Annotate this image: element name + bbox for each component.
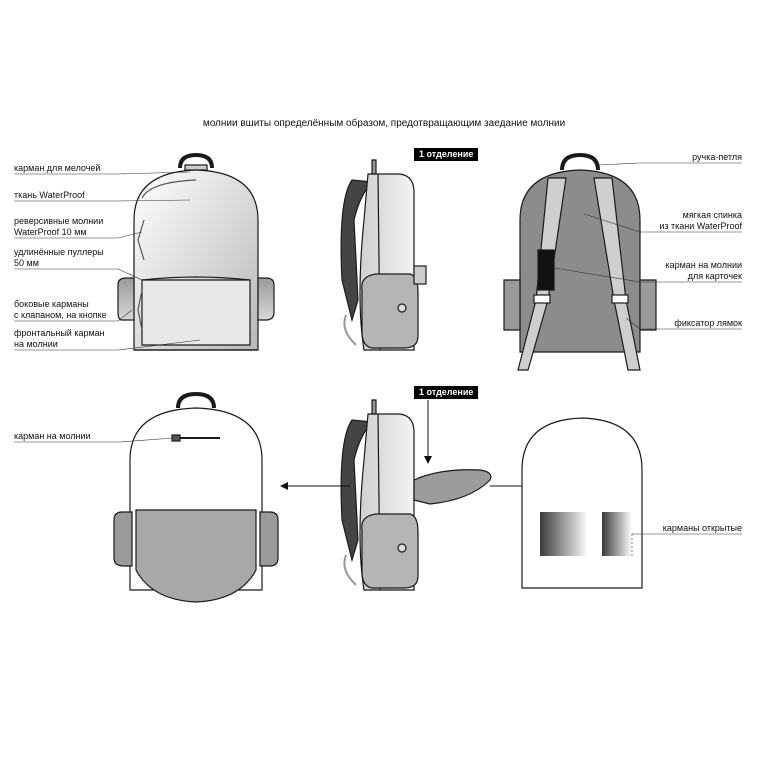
back-backpack-top	[503, 152, 657, 371]
label-zip-pocket-bottom: карман на молнии	[14, 431, 91, 441]
front-backpack-bottom	[113, 391, 279, 603]
label-strap-lock: фиксатор лямок	[674, 318, 742, 328]
side-backpack-top	[340, 159, 427, 351]
side-backpack-bottom	[340, 399, 492, 591]
label-soft-back-detail: из ткани WaterProof	[659, 221, 742, 231]
label-waterproof-fabric: ткань WaterProof	[14, 190, 85, 200]
label-front-pocket: фронтальный карман	[14, 328, 105, 338]
label-reverse-zippers-size: WaterProof 10 мм	[14, 227, 87, 237]
leader-lines-front-top	[14, 171, 201, 351]
label-open-pockets: карманы открытые	[662, 523, 742, 533]
front-backpack-top	[117, 152, 275, 351]
diagram-caption: молнии вшиты определённым образом, предо…	[202, 118, 566, 129]
label-side-pockets-detail: с клапаном, на кнопке	[14, 310, 107, 320]
label-front-pocket-detail: на молнии	[14, 339, 58, 349]
leader-lines-bottom-left	[14, 437, 175, 443]
leader-lines-open-pockets	[631, 533, 742, 556]
label-card-pocket: карман на молнии	[665, 260, 742, 270]
label-side-pockets: боковые карманы	[14, 299, 89, 309]
label-long-pullers: удлинённые пуллеры	[14, 247, 104, 257]
leader-lines-back-top	[553, 162, 742, 330]
label-reverse-zippers: реверсивные молнии	[14, 216, 104, 226]
label-soft-back: мягкая спинка	[682, 210, 742, 220]
label-loop-handle: ручка-петля	[692, 152, 742, 162]
label-coin-pocket: карман для мелочей	[14, 163, 101, 173]
inner-panel	[521, 417, 643, 589]
label-card-pocket-detail: для карточек	[687, 271, 742, 281]
badge-one-compartment-bottom: 1 отделение	[414, 386, 479, 399]
badge-one-compartment-top: 1 отделение	[414, 148, 479, 161]
label-long-pullers-size: 50 мм	[14, 258, 39, 268]
